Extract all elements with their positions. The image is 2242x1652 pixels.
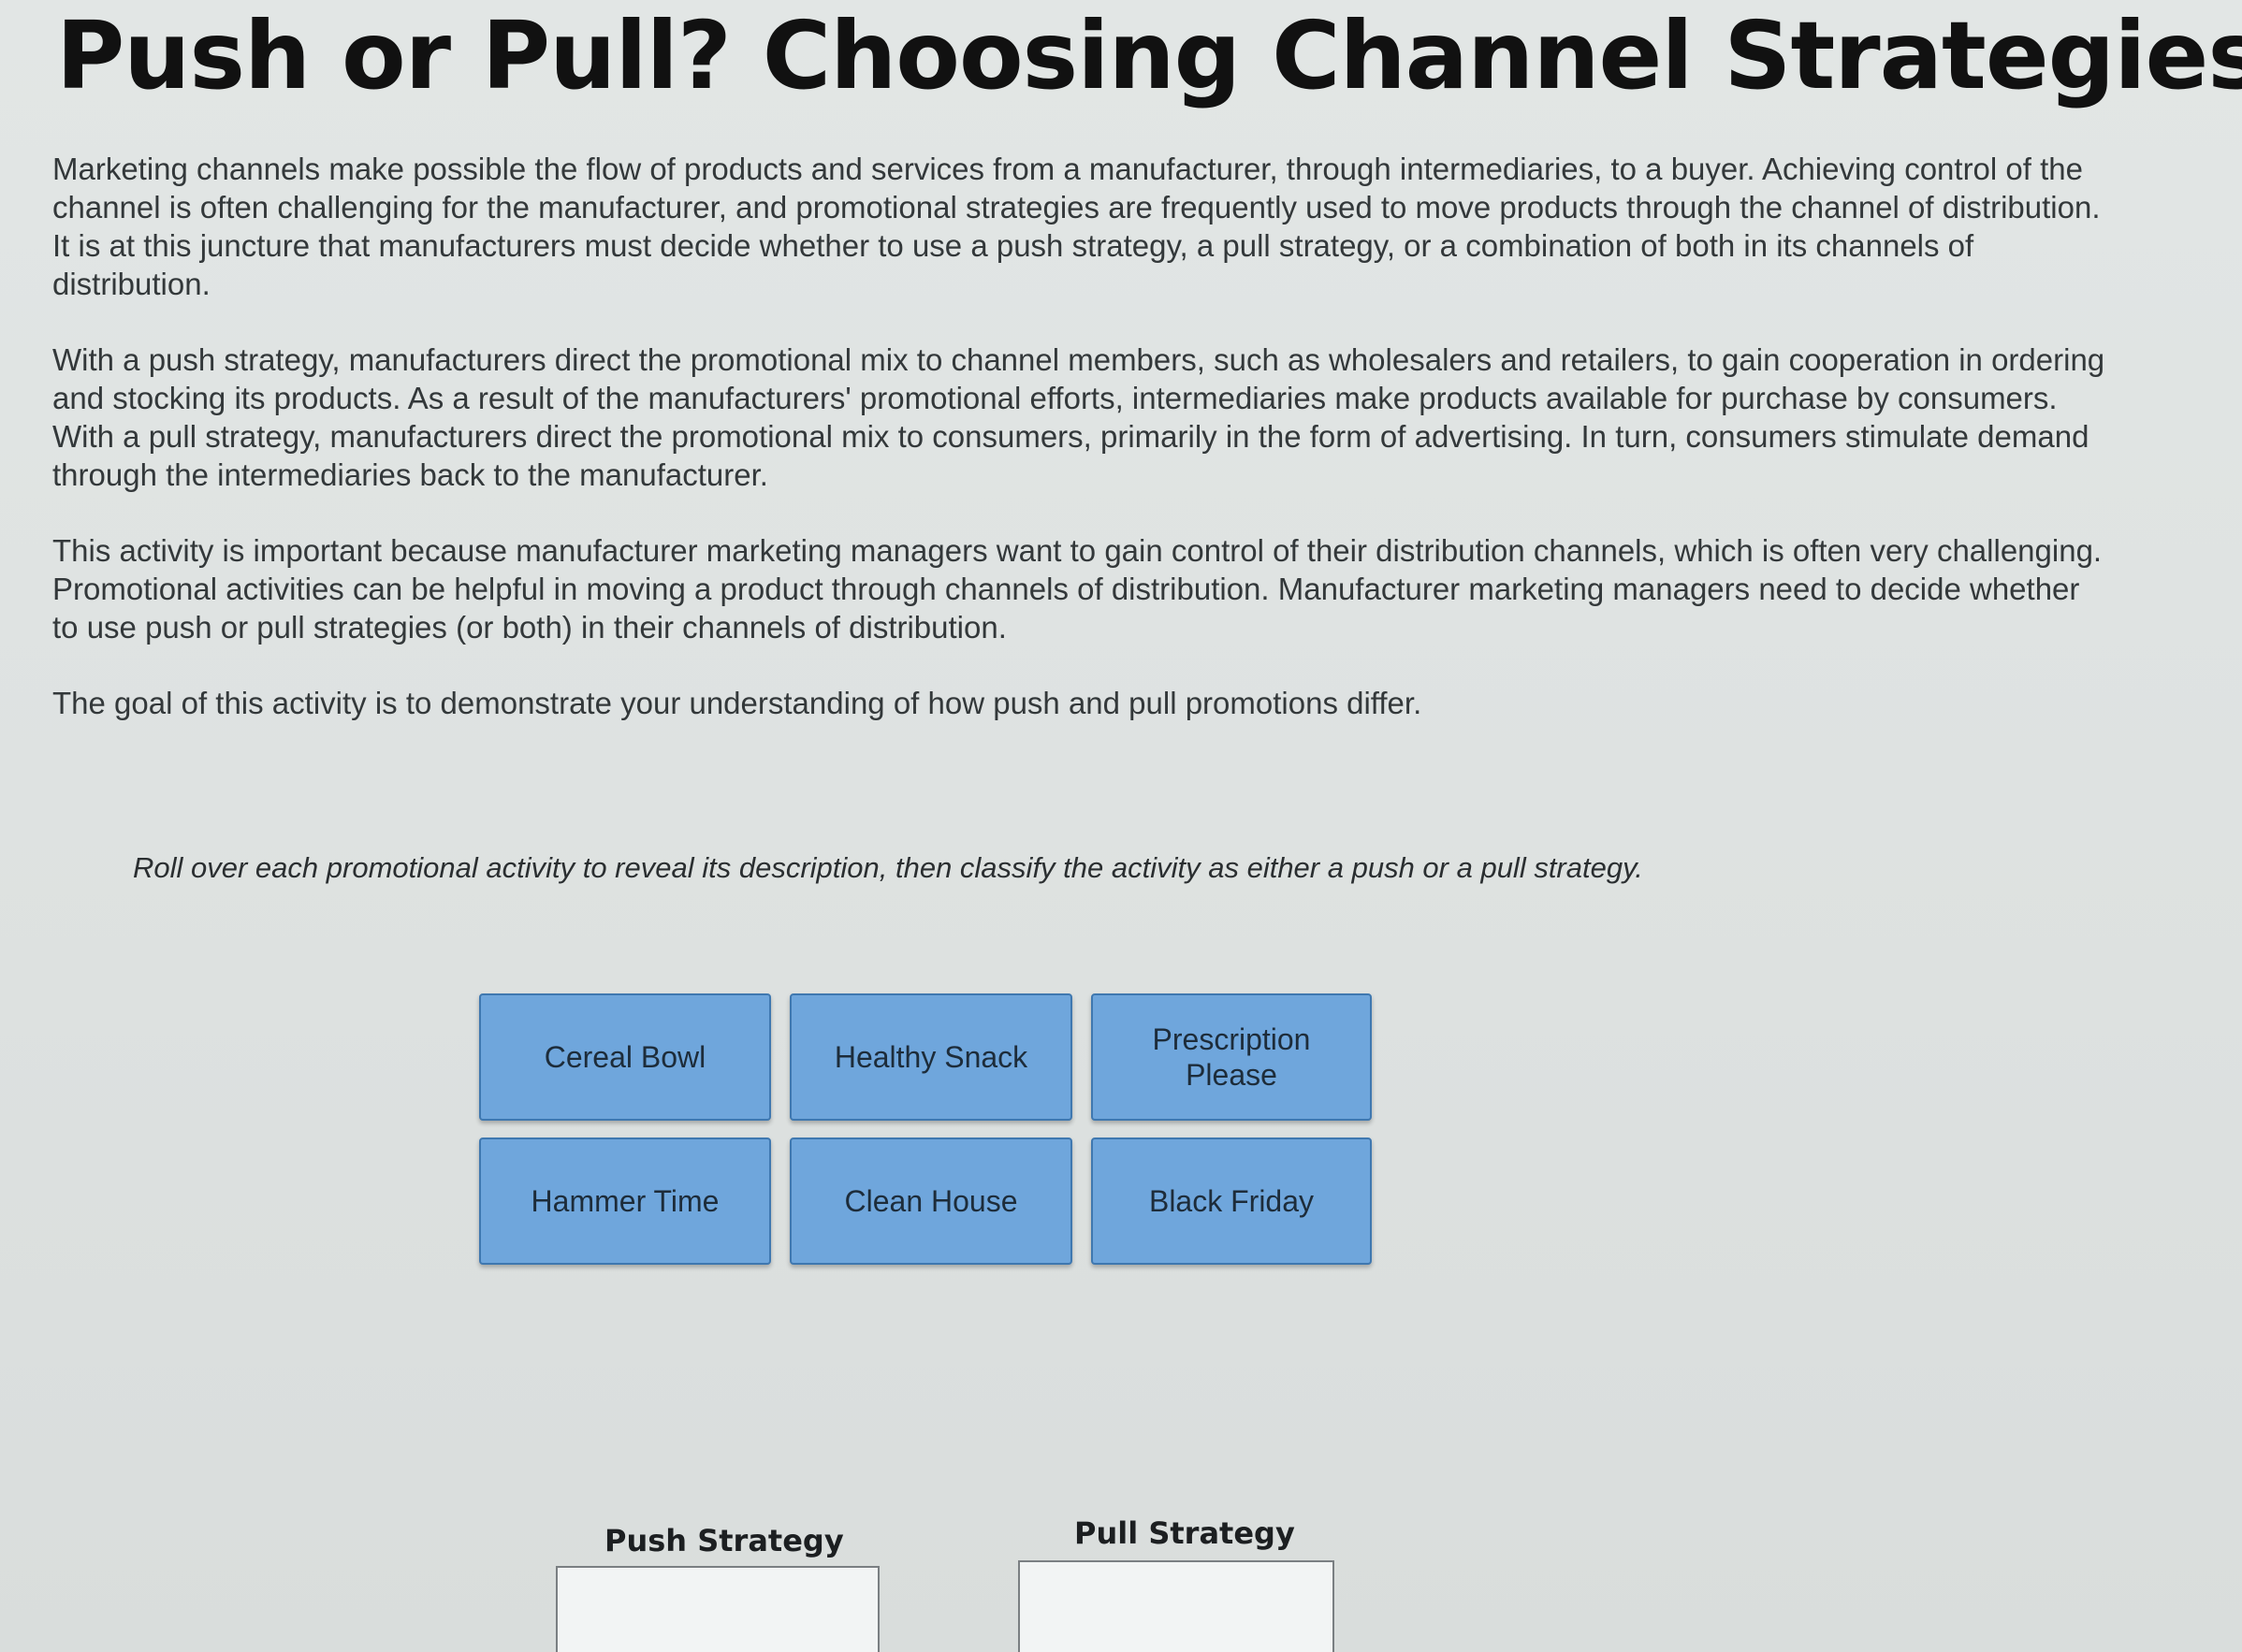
activity-instructions: Roll over each promotional activity to r… [133, 851, 1643, 884]
intro-text: Marketing channels make possible the flo… [52, 150, 2111, 760]
push-strategy-label: Push Strategy [604, 1523, 844, 1558]
pull-strategy-label: Pull Strategy [1074, 1515, 1295, 1551]
push-strategy-dropzone[interactable] [556, 1566, 880, 1652]
intro-paragraph-4: The goal of this activity is to demonstr… [52, 686, 1422, 720]
intro-paragraph-2: With a push strategy, manufacturers dire… [52, 342, 2105, 492]
card-clean-house[interactable]: Clean House [790, 1138, 1072, 1265]
card-cereal-bowl[interactable]: Cereal Bowl [479, 993, 771, 1121]
activity-card-grid: Cereal Bowl Healthy Snack Prescription P… [479, 993, 1372, 1265]
card-healthy-snack[interactable]: Healthy Snack [790, 993, 1072, 1121]
card-prescription-please[interactable]: Prescription Please [1091, 993, 1372, 1121]
intro-paragraph-1: Marketing channels make possible the flo… [52, 152, 2101, 301]
card-black-friday[interactable]: Black Friday [1091, 1138, 1372, 1265]
pull-strategy-dropzone[interactable] [1018, 1560, 1334, 1652]
page-title: Push or Pull? Choosing Channel Strategie… [56, 1, 2242, 110]
intro-paragraph-3: This activity is important because manuf… [52, 533, 2103, 645]
card-hammer-time[interactable]: Hammer Time [479, 1138, 771, 1265]
